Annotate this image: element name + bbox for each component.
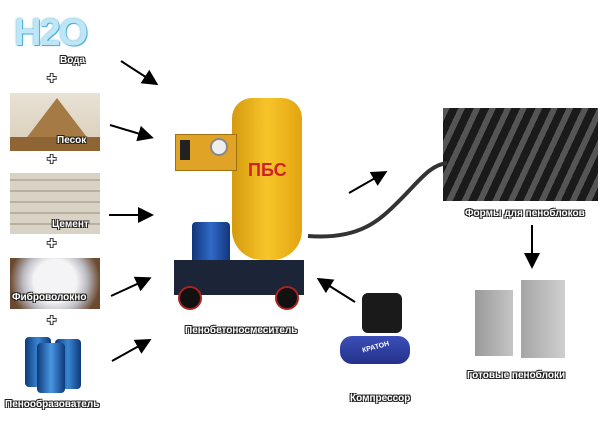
sand-label: Песок bbox=[57, 135, 87, 146]
plus-sign: + bbox=[47, 235, 57, 252]
arrow-sand bbox=[109, 124, 154, 142]
arrow-to-forms bbox=[348, 171, 388, 194]
mixer-label: Пенобетоносмеситель bbox=[185, 325, 298, 336]
blocks-label: Готовые пеноблоки bbox=[467, 370, 566, 381]
water-image: H2O bbox=[14, 12, 98, 68]
forms-label: Формы для пеноблоков bbox=[465, 208, 585, 219]
compressor-image: КРАТОН bbox=[332, 288, 414, 384]
arrow-fiber bbox=[110, 276, 152, 297]
hose bbox=[307, 161, 448, 239]
forms-image bbox=[443, 108, 598, 201]
mixer-image: ПБС bbox=[170, 90, 310, 315]
foaming-agent-label: Пенообразователь bbox=[5, 399, 100, 410]
compressor-label: Компрессор bbox=[350, 393, 411, 404]
arrow-foaming bbox=[111, 339, 152, 362]
cement-image bbox=[10, 173, 100, 234]
arrow-compressor bbox=[316, 277, 356, 303]
plus-sign: + bbox=[47, 312, 57, 329]
sand-image bbox=[10, 93, 100, 151]
barrels-image bbox=[25, 335, 83, 393]
plus-sign: + bbox=[47, 70, 57, 87]
fiber-label: Фиброволокно bbox=[12, 292, 87, 303]
h2o-logo: H2O bbox=[14, 12, 88, 54]
arrow-water bbox=[120, 60, 159, 86]
fiber-image bbox=[10, 258, 100, 309]
water-label: Вода bbox=[60, 55, 86, 66]
blocks-image bbox=[475, 275, 567, 360]
mixer-tank-text: ПБС bbox=[248, 160, 287, 180]
plus-sign: + bbox=[47, 151, 57, 168]
cement-label: Цемент bbox=[52, 219, 89, 230]
